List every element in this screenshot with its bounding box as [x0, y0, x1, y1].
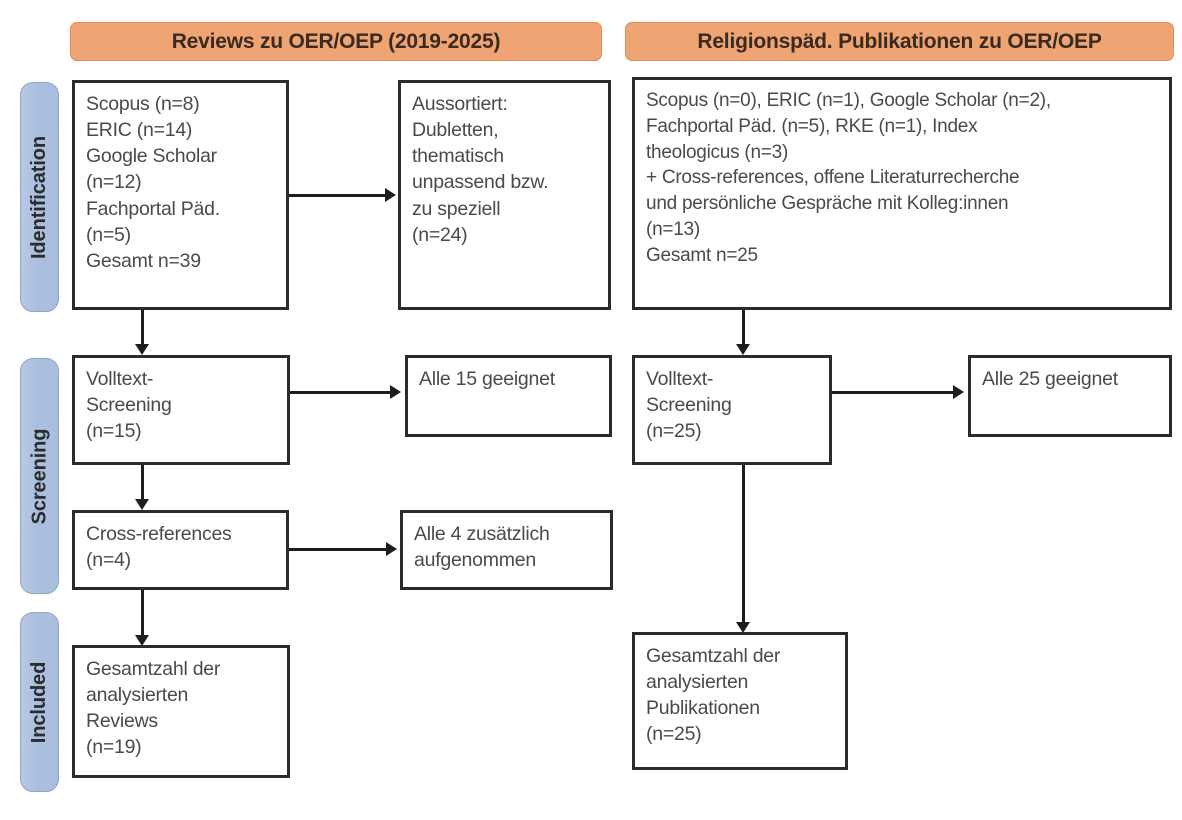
box-left-crossrefs: Cross-references (n=4) [72, 510, 289, 590]
column-header-right: Religionspäd. Publikationen zu OER/OEP [625, 22, 1174, 61]
box-line: ERIC (n=14) [86, 119, 193, 142]
box-line: Publikationen [646, 697, 760, 720]
box-line: Alle 25 geeignet [982, 368, 1118, 390]
box-line: und persönliche Gespräche mit Kolleg:inn… [646, 193, 1009, 215]
arrow-left-crossrefs-to-result [386, 542, 397, 556]
box-left-included: Gesamtzahl der analysierten Reviews (n=1… [72, 645, 290, 778]
column-header-right-label: Religionspäd. Publikationen zu OER/OEP [697, 29, 1102, 53]
box-right-screening-result: Alle 25 geeignet [968, 355, 1172, 437]
box-line: (n=12) [86, 171, 142, 194]
box-left-excluded: Aussortiert: Dubletten, thematisch unpas… [398, 80, 611, 310]
box-line: Fachportal Päd. (n=5), RKE (n=1), Index [646, 115, 978, 137]
box-line: analysierten [646, 671, 749, 694]
stage-label-identification-text: Identification [28, 135, 51, 259]
box-line: Aussortiert: [412, 93, 508, 115]
stage-label-identification: Identification [20, 82, 59, 312]
box-line: Scopus (n=8) [86, 93, 200, 115]
box-right-included: Gesamtzahl der analysierten Publikatione… [632, 632, 848, 770]
box-line: + Cross-references, offene Literaturrech… [646, 167, 1020, 189]
box-line: (n=15) [86, 420, 142, 443]
arrow-right-screening-to-result [953, 385, 964, 399]
box-line: unpassend bzw. [412, 171, 549, 194]
box-line: theologicus (n=3) [646, 141, 789, 163]
stage-label-screening-text: Screening [28, 428, 50, 524]
box-line: Scopus (n=0), ERIC (n=1), Google Scholar… [646, 90, 1051, 111]
arrow-left-ident-to-screening [135, 344, 149, 355]
box-line: (n=4) [86, 549, 131, 572]
box-line: Volltext- [86, 368, 154, 390]
box-left-identification: Scopus (n=8) ERIC (n=14) Google Scholar … [72, 80, 289, 310]
box-line: Reviews [86, 710, 158, 733]
box-line: Screening [86, 394, 172, 417]
stage-label-screening: Screening [20, 358, 59, 594]
connector-left-ident-to-screening [141, 310, 144, 344]
arrow-left-crossrefs-to-included [135, 635, 149, 646]
connector-left-ident-to-excluded [289, 194, 385, 197]
connector-left-screening-to-crossrefs [141, 465, 144, 499]
arrow-left-screening-to-result [390, 385, 401, 399]
box-line: (n=25) [646, 420, 702, 443]
stage-label-included-text: Included [28, 661, 50, 743]
box-line: Dubletten, [412, 119, 499, 142]
arrow-left-screening-to-crossrefs [135, 499, 149, 510]
connector-right-screening-to-result [832, 391, 953, 394]
box-line: Gesamtzahl der [86, 658, 221, 680]
box-line: Gesamt n=25 [646, 244, 758, 266]
box-right-identification: Scopus (n=0), ERIC (n=1), Google Scholar… [632, 77, 1172, 310]
box-line: (n=5) [86, 223, 131, 246]
connector-left-crossrefs-to-included [141, 590, 144, 635]
box-line: (n=24) [412, 223, 468, 246]
box-left-crossrefs-result: Alle 4 zusätzlich aufgenommen [400, 510, 613, 590]
arrow-right-screening-to-included [736, 622, 750, 633]
column-header-left: Reviews zu OER/OEP (2019-2025) [70, 22, 602, 61]
stage-label-included: Included [20, 612, 59, 792]
box-line: Alle 4 zusätzlich [414, 523, 550, 545]
box-left-screening: Volltext- Screening (n=15) [72, 355, 290, 465]
box-left-screening-result: Alle 15 geeignet [405, 355, 612, 437]
connector-right-ident-to-screening [742, 310, 745, 344]
arrow-left-ident-to-excluded [385, 188, 396, 202]
box-line: Cross-references [86, 523, 232, 545]
connector-left-screening-to-result [290, 391, 390, 394]
column-header-left-label: Reviews zu OER/OEP (2019-2025) [171, 29, 501, 53]
box-line: aufgenommen [414, 549, 536, 572]
box-line: Fachportal Päd. [86, 197, 220, 220]
box-line: thematisch [412, 145, 504, 168]
connector-right-screening-to-included [742, 465, 745, 622]
box-right-screening: Volltext- Screening (n=25) [632, 355, 832, 465]
box-line: Volltext- [646, 368, 714, 390]
box-line: Gesamt n=39 [86, 249, 201, 272]
box-line: Google Scholar [86, 145, 217, 168]
box-line: (n=19) [86, 736, 142, 759]
arrow-right-ident-to-screening [736, 344, 750, 355]
box-line: Gesamtzahl der [646, 645, 781, 667]
box-line: analysierten [86, 684, 189, 707]
box-line: (n=25) [646, 723, 702, 746]
box-line: (n=13) [646, 219, 700, 241]
connector-left-crossrefs-to-result [289, 548, 386, 551]
box-line: zu speziell [412, 197, 501, 220]
box-line: Screening [646, 394, 732, 417]
box-line: Alle 15 geeignet [419, 368, 555, 390]
